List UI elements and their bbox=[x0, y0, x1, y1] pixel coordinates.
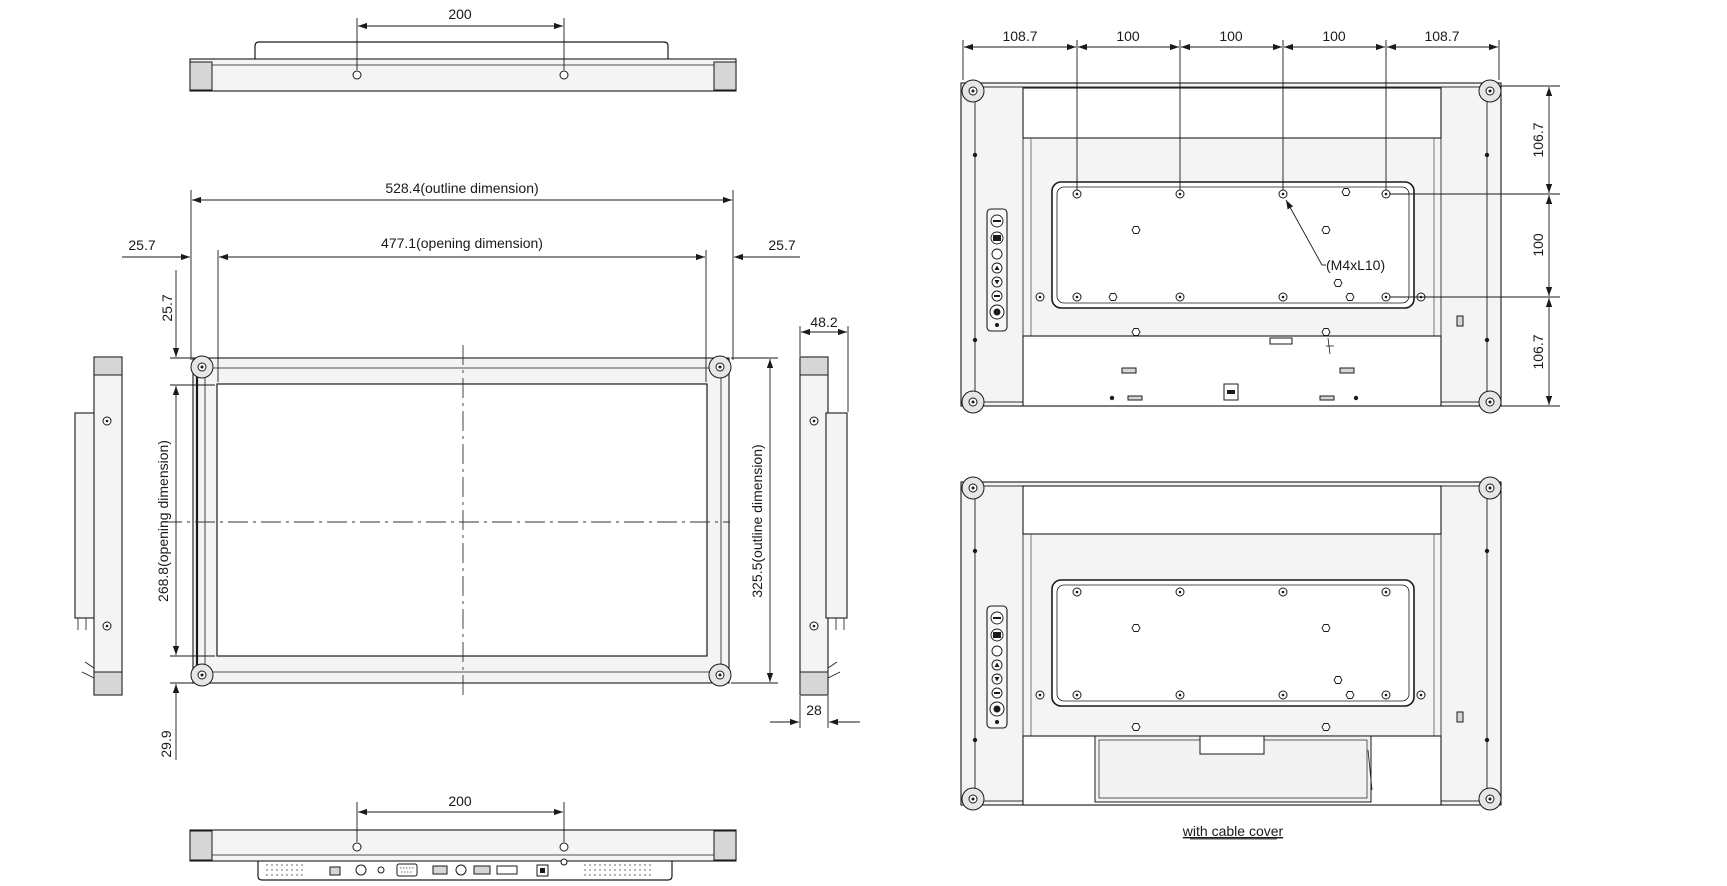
screw-spec-label: (M4xL10) bbox=[1326, 257, 1385, 273]
right-side-view: 48.2 28 bbox=[770, 314, 860, 728]
front-view: 528.4(outline dimension) 477.1(opening d… bbox=[122, 180, 800, 760]
rear-v-bottom-label: 106.7 bbox=[1530, 334, 1546, 369]
vent-holes-right bbox=[584, 864, 654, 876]
vent-holes-left bbox=[266, 864, 306, 876]
rear-v-top-label: 106.7 bbox=[1530, 122, 1546, 157]
left-side-view bbox=[74, 356, 123, 696]
rear-spacing-right-label: 108.7 bbox=[1424, 28, 1459, 44]
opening-width-label: 477.1(opening dimension) bbox=[381, 235, 543, 251]
rear-spacing-3-label: 100 bbox=[1322, 28, 1346, 44]
rear-view: 108.7 100 100 100 108.7 106.7 100 106.7 … bbox=[960, 28, 1560, 414]
opening-height-label: 268.8(opening dimension) bbox=[155, 440, 171, 602]
bottom-view: 200 bbox=[189, 793, 737, 881]
outline-width-label: 528.4(outline dimension) bbox=[385, 180, 538, 196]
cable-cover-caption: with cable cover bbox=[1182, 823, 1284, 839]
top-spacing-label: 200 bbox=[448, 6, 472, 22]
top-view: 200 bbox=[189, 6, 737, 92]
right-bezel-label: 25.7 bbox=[768, 237, 795, 253]
top-bezel-label: 25.7 bbox=[159, 294, 175, 321]
total-depth-label: 48.2 bbox=[810, 314, 837, 330]
io-connectors bbox=[329, 858, 568, 877]
rear-spacing-left-label: 108.7 bbox=[1002, 28, 1037, 44]
bottom-bezel-label: 29.9 bbox=[158, 730, 174, 757]
body-depth-label: 28 bbox=[806, 702, 822, 718]
rear-spacing-1-label: 100 bbox=[1116, 28, 1140, 44]
rear-v-mid-label: 100 bbox=[1530, 233, 1546, 257]
bottom-spacing-label: 200 bbox=[448, 793, 472, 809]
rear-view-cable-cover: with cable cover bbox=[960, 476, 1502, 840]
outline-height-label: 325.5(outline dimension) bbox=[749, 444, 765, 597]
left-bezel-label: 25.7 bbox=[128, 237, 155, 253]
rear-spacing-2-label: 100 bbox=[1219, 28, 1243, 44]
